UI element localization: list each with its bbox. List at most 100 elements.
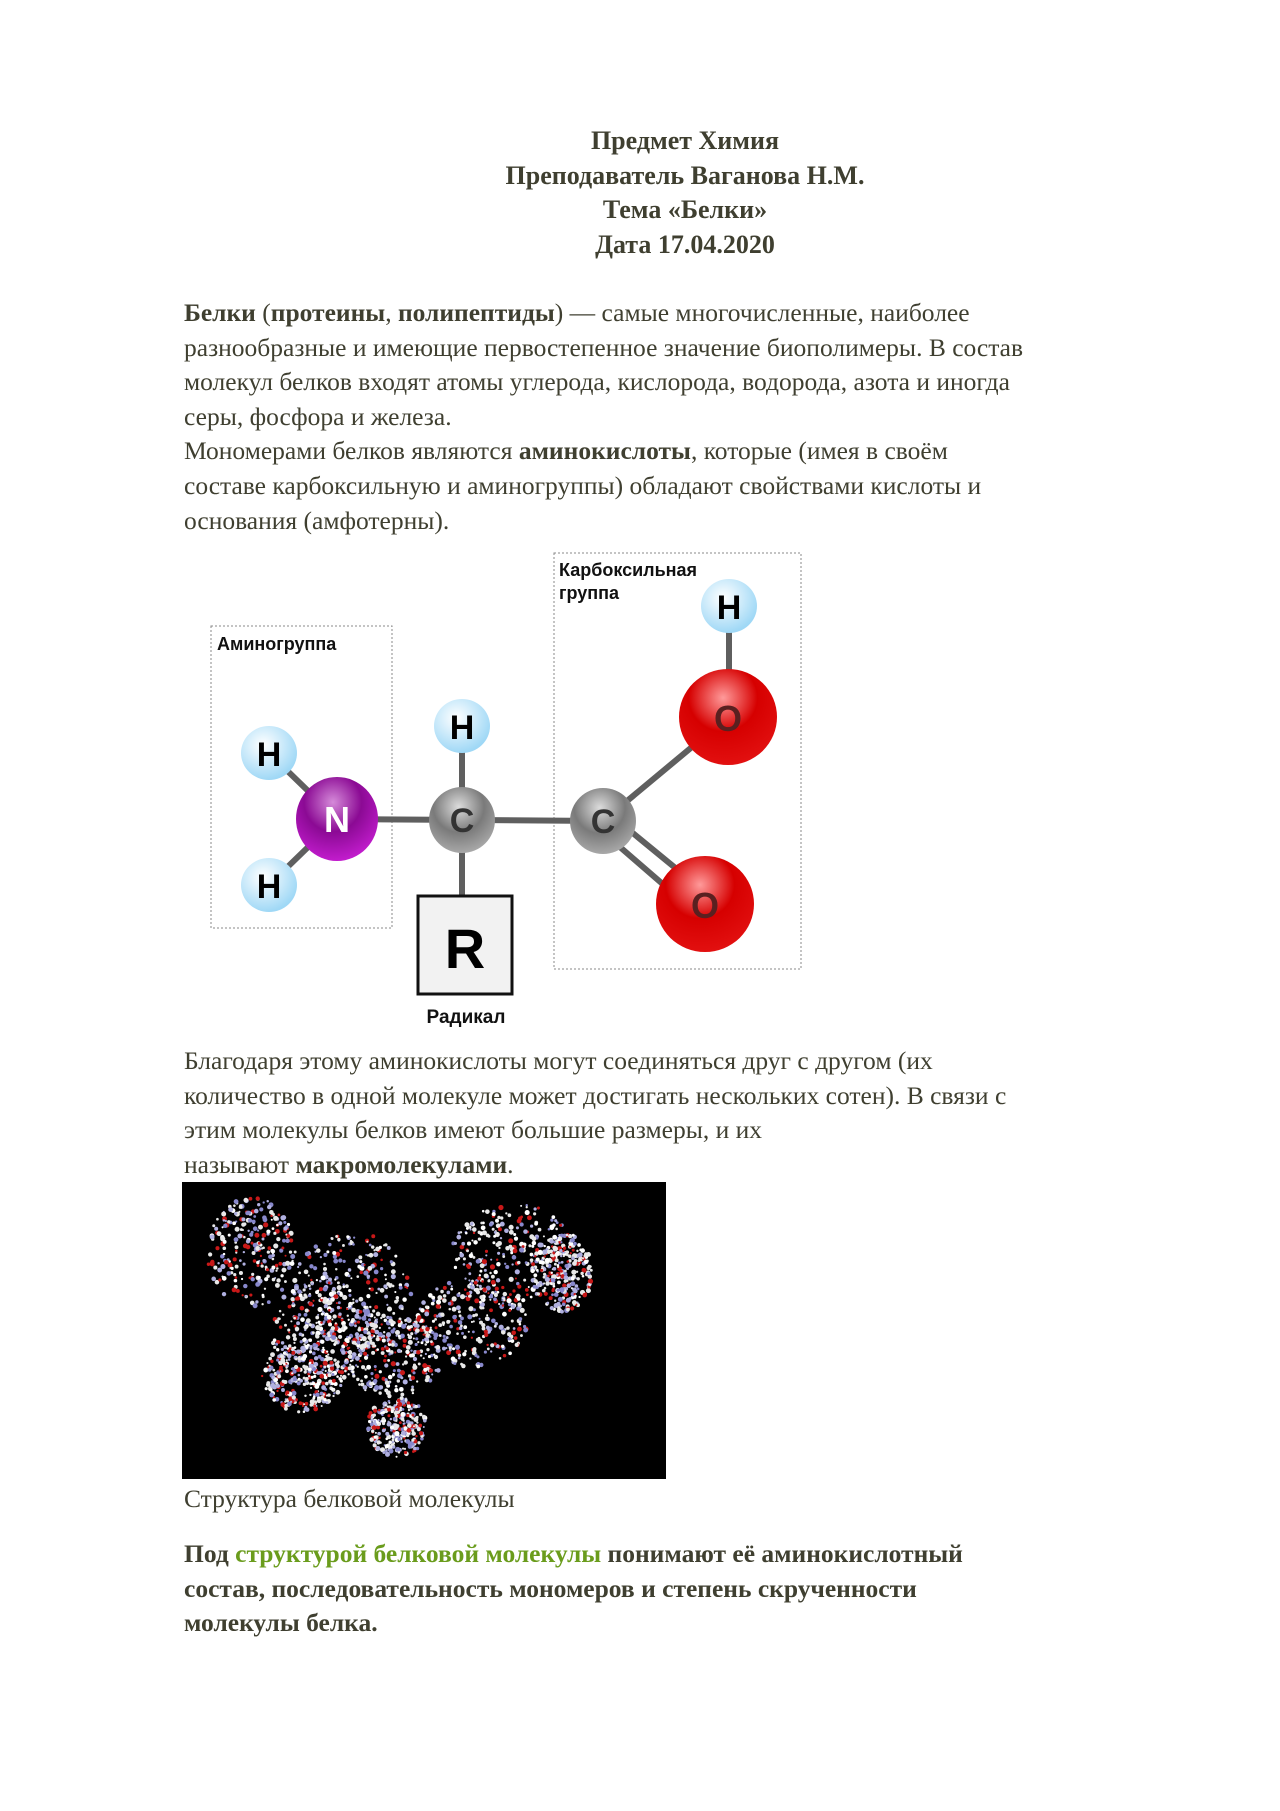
atom-dot	[385, 1332, 392, 1338]
atom-dot	[283, 1220, 287, 1224]
atom-dot	[442, 1323, 445, 1326]
atom-dot	[588, 1283, 592, 1287]
atom-dot	[575, 1270, 579, 1273]
atom-dot	[297, 1373, 301, 1377]
atom-dot	[524, 1287, 529, 1292]
atom-dot	[256, 1229, 260, 1232]
atom-dot	[378, 1326, 381, 1329]
atom-dot	[377, 1408, 381, 1412]
atom-dot	[363, 1329, 368, 1334]
atom-dot	[400, 1417, 405, 1421]
atom-dot	[493, 1269, 498, 1275]
atom-dot	[308, 1301, 313, 1307]
atom-dot	[376, 1420, 380, 1424]
atom-dot	[457, 1353, 462, 1357]
atom-dot	[382, 1410, 386, 1414]
text-line: количество в одной молекуле может достиг…	[184, 1080, 1007, 1110]
atom-dot	[350, 1322, 355, 1327]
atom-dot	[551, 1215, 556, 1219]
atom-dot	[277, 1213, 281, 1217]
atom-dot	[490, 1343, 495, 1348]
atom-dot	[540, 1268, 544, 1272]
atom-dot	[497, 1227, 502, 1232]
atom-dot	[355, 1299, 359, 1303]
term-macromolecules: макромолекулами	[295, 1149, 508, 1179]
atom-dot	[317, 1293, 322, 1298]
atom-dot	[373, 1319, 379, 1325]
atom-dot	[321, 1385, 326, 1390]
atom-dot	[469, 1283, 472, 1286]
atom-dot	[391, 1284, 395, 1288]
atom-dot	[331, 1318, 334, 1321]
atom-dot	[390, 1273, 396, 1280]
atom-dot	[301, 1347, 307, 1352]
atom-dot	[286, 1222, 291, 1227]
atom-dot	[505, 1245, 510, 1251]
atom-dot	[350, 1319, 354, 1324]
atom-dot	[479, 1269, 483, 1273]
atom-dot	[425, 1325, 428, 1328]
atom-dot	[383, 1318, 388, 1323]
atom-dot	[469, 1357, 472, 1360]
atom-dot	[332, 1394, 335, 1398]
atom-dot	[347, 1354, 353, 1359]
atom-dot	[332, 1314, 337, 1319]
svg-text:H: H	[717, 589, 742, 627]
atom-dot	[262, 1258, 266, 1263]
atom-dot	[291, 1395, 296, 1400]
atom-dot	[368, 1287, 371, 1290]
atom-dot	[485, 1233, 490, 1238]
atom-dot	[322, 1360, 328, 1366]
atom-dot	[487, 1292, 490, 1295]
atom-dot	[354, 1322, 357, 1325]
atom-dot	[330, 1381, 335, 1386]
atom-dot	[384, 1380, 390, 1386]
subject-line: Предмет Химия	[590, 126, 780, 155]
alpha-carbon-atom: C	[429, 787, 495, 853]
atom-dot	[477, 1338, 483, 1344]
atom-dot	[358, 1296, 364, 1302]
atom-dot	[416, 1350, 421, 1355]
atom-dot	[397, 1451, 401, 1454]
atom-dot	[543, 1255, 546, 1258]
atom-dot	[347, 1336, 351, 1340]
atom-dot	[426, 1347, 430, 1352]
atom-dot	[279, 1248, 284, 1253]
structure-link[interactable]: структурой белковой молекулы	[235, 1539, 602, 1568]
atom-dot	[415, 1434, 418, 1438]
atom-dot	[327, 1299, 333, 1306]
atom-dot	[383, 1244, 386, 1247]
atom-dot	[275, 1383, 281, 1388]
atom-dot	[367, 1419, 372, 1424]
atom-dot	[347, 1350, 353, 1355]
hydrogen-atom: H	[434, 699, 490, 753]
atom-dot	[394, 1290, 397, 1294]
atom-dot	[363, 1351, 368, 1356]
atom-dot	[405, 1439, 411, 1444]
atom-dot	[337, 1301, 341, 1305]
atom-dot	[269, 1209, 274, 1215]
atom-dot	[270, 1359, 274, 1363]
atom-dot	[355, 1364, 358, 1367]
atom-dot	[440, 1289, 444, 1294]
atom-dot	[570, 1238, 575, 1243]
atom-dot	[448, 1346, 452, 1350]
atom-dot	[516, 1297, 521, 1301]
atom-dot	[394, 1388, 399, 1393]
atom-dot	[269, 1392, 275, 1398]
oxygen-atom: O	[679, 669, 777, 765]
atom-dot	[360, 1379, 364, 1383]
atom-dot	[302, 1288, 306, 1292]
atom-dot	[550, 1277, 556, 1283]
atom-dot	[284, 1403, 288, 1408]
atom-dot	[519, 1222, 524, 1227]
atom-dot	[524, 1210, 530, 1216]
atom-dot	[458, 1314, 462, 1318]
atom-dot	[387, 1393, 392, 1399]
atom-dot	[337, 1370, 342, 1374]
text-line: разнообразные и имеющие первостепенное з…	[184, 332, 1024, 362]
atom-dot	[454, 1344, 460, 1350]
atom-dot	[512, 1289, 516, 1293]
atom-dot	[309, 1393, 312, 1397]
atom-dot	[430, 1340, 433, 1344]
